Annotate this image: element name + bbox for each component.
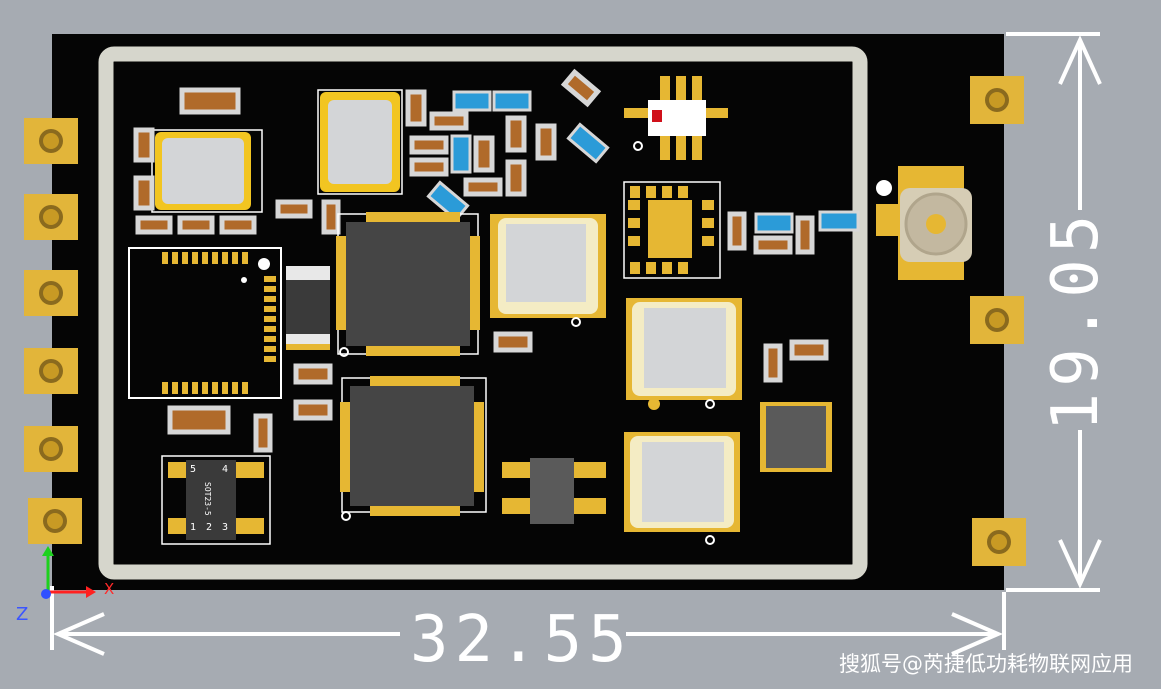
left-edge-pads: [24, 118, 82, 544]
rf-filter-3: [624, 432, 740, 532]
pin2-label: 2: [206, 522, 213, 533]
rf-filter-1: [490, 214, 606, 318]
sot-regulator: [502, 458, 606, 524]
watermark-text: 搜狐号@芮捷低功耗物联网应用: [839, 652, 1133, 676]
shield-frame: [98, 46, 868, 580]
axis-z-label: Z: [16, 604, 29, 625]
crystal-oscillator-center: [317, 89, 403, 195]
mcu-chip-bottom: [340, 376, 487, 516]
dimension-height-label: 19.05: [1039, 208, 1113, 432]
sot23-chip: [161, 455, 271, 545]
vias: [339, 141, 715, 545]
chip-part-text: SOT23-5: [203, 482, 212, 516]
bga-package: [623, 181, 721, 279]
mcu-chip-top: [336, 212, 480, 356]
antenna-connector: [876, 166, 972, 280]
crystal-oscillator-left: [151, 129, 263, 213]
rf-switch: [624, 76, 728, 160]
dimension-width: [50, 586, 1006, 656]
axis-x-label: X: [104, 580, 115, 598]
qfn-module-left: [128, 247, 282, 399]
power-inductor: [286, 266, 330, 350]
smd-resistors: [133, 68, 829, 453]
rf-filter-2: [626, 298, 742, 400]
small-qfn-chip: [760, 402, 832, 472]
right-edge-pads: [970, 76, 1026, 566]
sot23-marking: 5 4 1 2 3 SOT23-5: [186, 462, 236, 540]
gold-via: [648, 398, 660, 410]
smd-capacitors: [426, 90, 860, 234]
pin3-label: 3: [222, 522, 229, 533]
axis-triad: [41, 546, 96, 599]
pin4-label: 4: [222, 464, 229, 475]
dimension-height: [1006, 32, 1102, 592]
pin1-label: 1: [190, 522, 197, 533]
dimension-width-label: 32.55: [410, 603, 633, 677]
pin5-label: 5: [190, 464, 197, 475]
